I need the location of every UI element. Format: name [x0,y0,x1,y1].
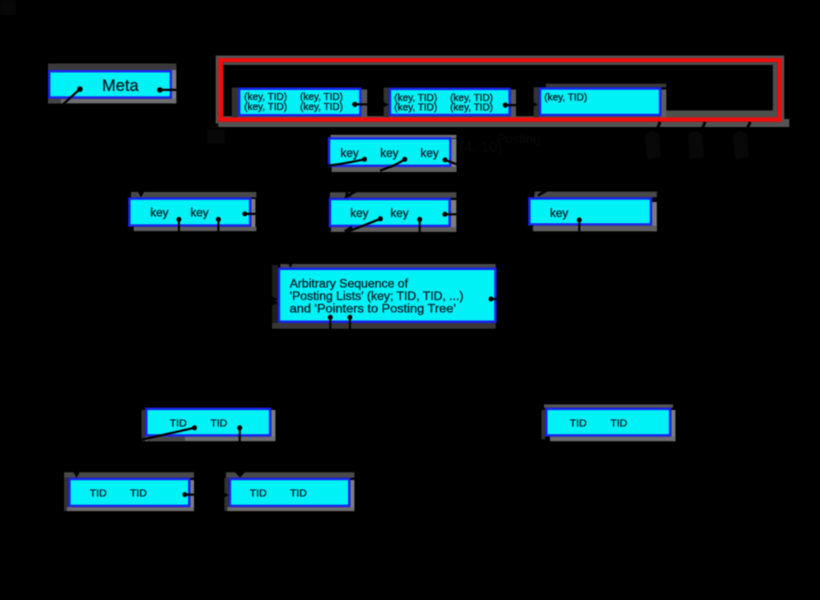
svg-text:TID: TID [130,489,147,500]
svg-text:key: key [341,146,360,160]
svg-text:(4, 10): (4, 10) [459,139,502,156]
svg-text:TID: TID [290,489,307,500]
svg-text:key: key [380,146,399,160]
svg-text:(key, TID): (key, TID) [544,92,587,103]
svg-text:TID: TID [210,419,227,430]
svg-text:(key, TID): (key, TID) [394,93,437,104]
svg-text:key: key [421,146,440,160]
svg-text:key: key [190,206,209,220]
svg-text:TID: TID [170,419,187,430]
svg-text:TID: TID [610,419,627,430]
svg-text:(key, TID): (key, TID) [394,103,437,114]
svg-text:Meta: Meta [102,76,139,95]
svg-text:(key, TID): (key, TID) [450,93,493,104]
svg-text:(key, TID): (key, TID) [244,92,287,103]
svg-text:and 'Pointers to Posting Tree': and 'Pointers to Posting Tree' [290,301,456,315]
svg-text:Posting: Posting [497,131,540,146]
svg-text:key: key [550,206,569,220]
svg-text:'Posting Lists' (key; TID, TID: 'Posting Lists' (key; TID, TID, ...) [290,289,464,303]
svg-text:key: key [350,206,369,220]
svg-text:key: key [390,206,409,220]
svg-text:TID: TID [250,489,267,500]
svg-text:(key, TID): (key, TID) [300,102,343,113]
svg-text:Arbitrary Sequence of: Arbitrary Sequence of [290,277,409,291]
svg-text:TID: TID [570,419,587,430]
svg-text:key: key [150,206,169,220]
svg-text:(key, TID): (key, TID) [450,103,493,114]
svg-text:(key, TID): (key, TID) [244,102,287,113]
svg-text:TID: TID [90,489,107,500]
svg-text:(key, TID): (key, TID) [300,92,343,103]
